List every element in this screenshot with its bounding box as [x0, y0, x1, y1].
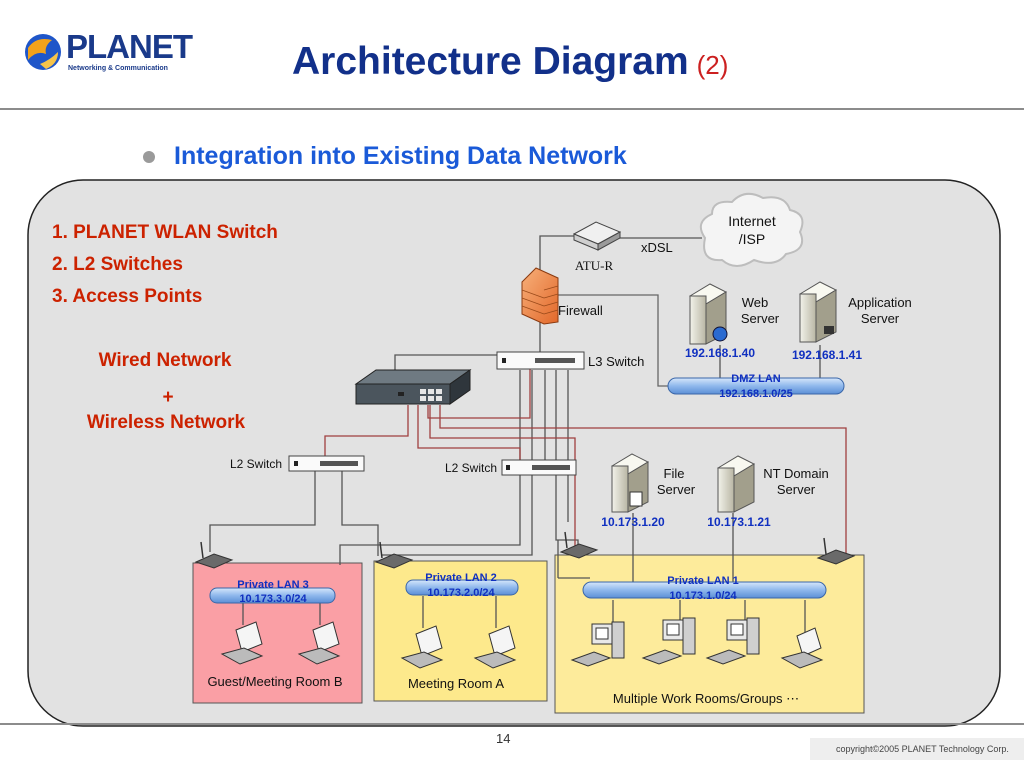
nt-server-label-2: Server [777, 482, 816, 497]
wlan-switch-icon [354, 369, 472, 405]
private-lan-2-label-2: 10.173.2.0/24 [427, 587, 495, 599]
header-divider [0, 108, 1024, 110]
internet-label-1: Internet [728, 213, 776, 229]
access-point-icon [816, 537, 856, 565]
l2-switch-left-label: L2 Switch [230, 457, 282, 471]
dmz-lan-label-2: 192.168.1.0/25 [719, 388, 792, 400]
copyright-notice: copyright©2005 PLANET Technology Corp. [810, 738, 1024, 760]
nt-server-label-1: NT Domain [763, 466, 829, 481]
dmz-lan-label-1: DMZ LAN [731, 373, 781, 385]
xdsl-label: xDSL [641, 240, 673, 255]
private-lan-3-tube [209, 587, 336, 604]
l2-switch-right-icon [501, 459, 577, 476]
footer-divider [0, 723, 1024, 725]
file-server-label-2: Server [657, 482, 696, 497]
laptop-icon [473, 625, 517, 669]
work-room-label: Multiple Work Rooms/Groups ⋯ [613, 691, 799, 706]
laptop-icon [220, 621, 264, 665]
l2-switch-left-icon [288, 455, 365, 472]
laptop-icon [297, 621, 341, 665]
app-server-ip: 192.168.1.41 [792, 348, 862, 362]
page-title-number: (2) [696, 50, 729, 80]
file-server-label-1: File [664, 466, 685, 481]
application-server-icon [798, 281, 838, 343]
bullet-dot [143, 151, 155, 163]
atur-label: ATU-R [575, 258, 614, 273]
file-server-ip: 10.173.1.20 [601, 515, 665, 529]
desktop-pc-icon [570, 621, 625, 667]
private-lan-1-label-2: 10.173.1.0/24 [669, 590, 737, 602]
app-server-label-1: Application [848, 295, 912, 310]
meeting-room-label: Meeting Room A [408, 676, 504, 691]
guest-room-label: Guest/Meeting Room B [207, 674, 342, 689]
modem-icon [572, 221, 622, 251]
logo-subtitle: Networking & Communication [68, 65, 168, 72]
private-lan-3-label-2: 10.173.3.0/24 [239, 593, 307, 605]
desktop-pc-icon [705, 617, 760, 665]
component-item-2: 2. L2 Switches [52, 254, 183, 275]
web-server-ip: 192.168.1.40 [685, 346, 755, 360]
web-server-label-1: Web [742, 295, 769, 310]
laptop-icon [780, 627, 824, 669]
web-server-label-2: Server [741, 311, 780, 326]
app-server-label-2: Server [861, 311, 900, 326]
l3-switch-label: L3 Switch [588, 354, 644, 369]
private-lan-1-tube [582, 581, 827, 599]
wireless-network-label: Wireless Network [87, 412, 246, 433]
access-point-icon [194, 541, 234, 569]
firewall-icon [521, 267, 559, 325]
planet-logo: PLANET Networking & Communication [22, 28, 193, 76]
nt-domain-server-icon [716, 455, 756, 513]
bullet-text: Integration into Existing Data Network [174, 142, 627, 170]
page-title-text: Architecture Diagram [292, 40, 689, 83]
access-point-icon [559, 531, 599, 559]
private-lan-1-label-1: Private LAN 1 [667, 575, 739, 587]
file-server-icon [610, 453, 650, 513]
component-item-3: 3. Access Points [52, 286, 202, 307]
wired-network-label: Wired Network [99, 350, 232, 371]
planet-globe-icon [25, 34, 61, 70]
l2-switch-right-label: L2 Switch [445, 461, 497, 475]
firewall-label: Firewall [558, 303, 603, 318]
access-point-icon [374, 541, 414, 569]
laptop-icon [400, 625, 444, 669]
private-lan-2-tube [405, 579, 519, 596]
page-title: Architecture Diagram(2) [292, 40, 728, 84]
plus-label: + [162, 387, 173, 408]
nt-server-ip: 10.173.1.21 [707, 515, 771, 529]
internet-label-2: /ISP [739, 231, 765, 247]
component-item-1: 1. PLANET WLAN Switch [52, 222, 278, 243]
internet-cloud-icon [699, 192, 804, 267]
l3-switch-icon [496, 351, 585, 370]
private-lan-2-label-1: Private LAN 2 [425, 572, 497, 584]
logo-word: PLANET [66, 28, 193, 65]
dmz-lan-tube [667, 377, 845, 395]
desktop-pc-icon [641, 617, 696, 665]
private-lan-3-label-1: Private LAN 3 [237, 579, 309, 591]
page-number: 14 [496, 731, 511, 746]
web-server-icon [688, 283, 728, 345]
